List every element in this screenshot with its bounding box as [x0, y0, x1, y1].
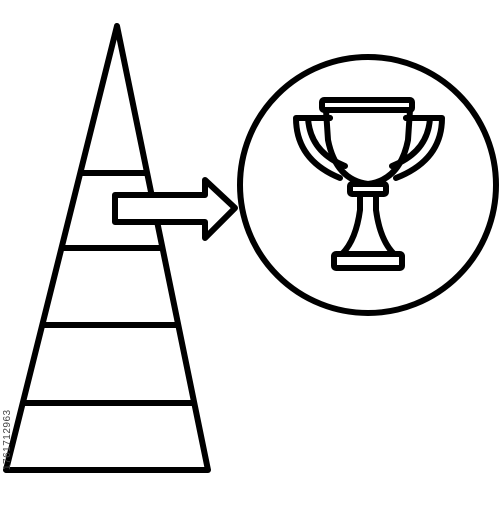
trophy-handle-right [393, 115, 445, 181]
trophy-cup [323, 107, 413, 187]
trophy-handle-left [293, 115, 343, 181]
arrow-right-icon [112, 177, 238, 241]
trophy-neck [347, 181, 389, 197]
trophy-circle [237, 54, 499, 316]
trophy-base [331, 251, 405, 271]
trophy-stem [339, 191, 397, 257]
arrow-shape [112, 177, 238, 241]
pyramid-icon [3, 23, 211, 473]
trophy-icon [293, 97, 445, 271]
watermark-id: 1761712963 [2, 409, 13, 470]
